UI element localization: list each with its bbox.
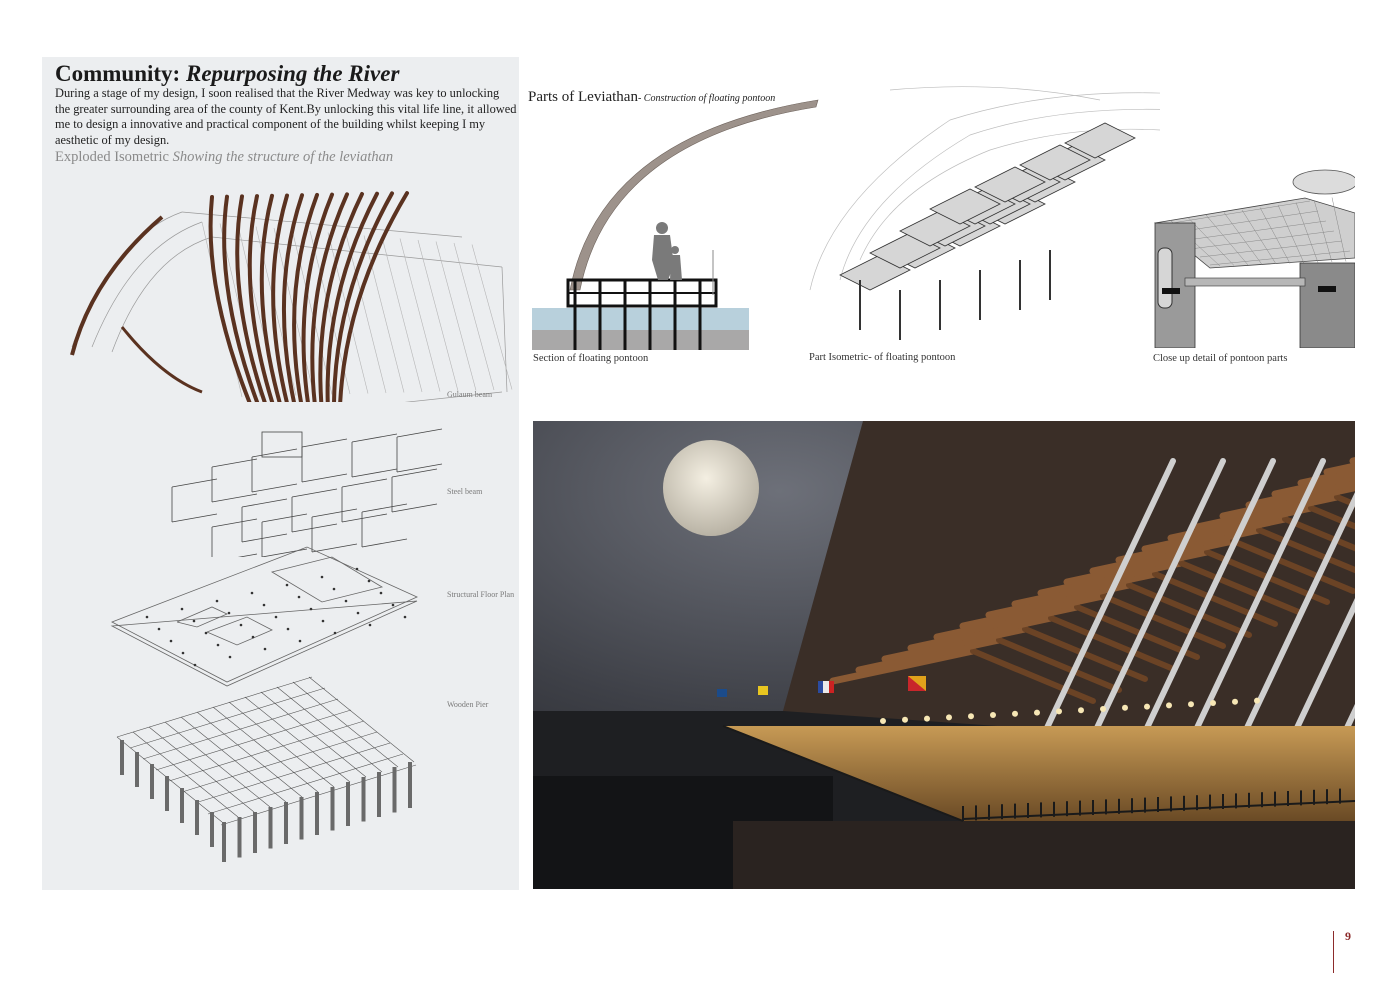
caption-isometric: Part Isometric- of floating pontoon [809,352,956,363]
pontoon-detail-drawing [1154,169,1355,348]
wooden-pier-drawing [116,676,417,862]
title-lead: Community: [55,61,181,86]
floor-plan-label: Structural Floor Plan [447,590,515,599]
glulam-beam-drawing [70,191,513,402]
pontoon-isometric-drawing [809,86,1160,340]
night-render-scene [533,421,1355,889]
title-italic: Repurposing the River [185,61,400,86]
caption-detail: Close up detail of pontoon parts [1153,353,1288,364]
parts-title-main: Parts of Leviathan [528,89,638,105]
steel-beam-label: Steel beam [447,487,483,496]
steel-beam-drawing [171,428,443,557]
caption-section: Section of floating pontoon [533,353,649,364]
page-number-rule [1333,931,1334,973]
section-subtitle: Exploded Isometric Showing the structure… [55,149,393,166]
glulam-beam-label: Gulaum beam [447,390,493,399]
moon-shape [663,440,759,536]
page-title: Community: Repurposing the River [55,61,399,87]
page-number: 9 [1345,929,1351,943]
pontoon-section-drawing [532,99,819,350]
exploded-isometric-panel: Community: Repurposing the River During … [42,57,519,890]
wooden-pier-label: Wooden Pier [447,700,489,709]
structural-floor-plan-drawing [110,546,418,687]
intro-paragraph: During a stage of my design, I soon real… [55,86,517,147]
subtitle-italic: Showing the structure of the leviathan [172,149,394,165]
night-render-image [533,421,1355,889]
parts-title: Parts of Leviathan- Construction of floa… [528,89,775,106]
subtitle-lead: Exploded Isometric [55,149,169,165]
parts-title-italic: - Construction of floating pontoon [637,93,776,104]
